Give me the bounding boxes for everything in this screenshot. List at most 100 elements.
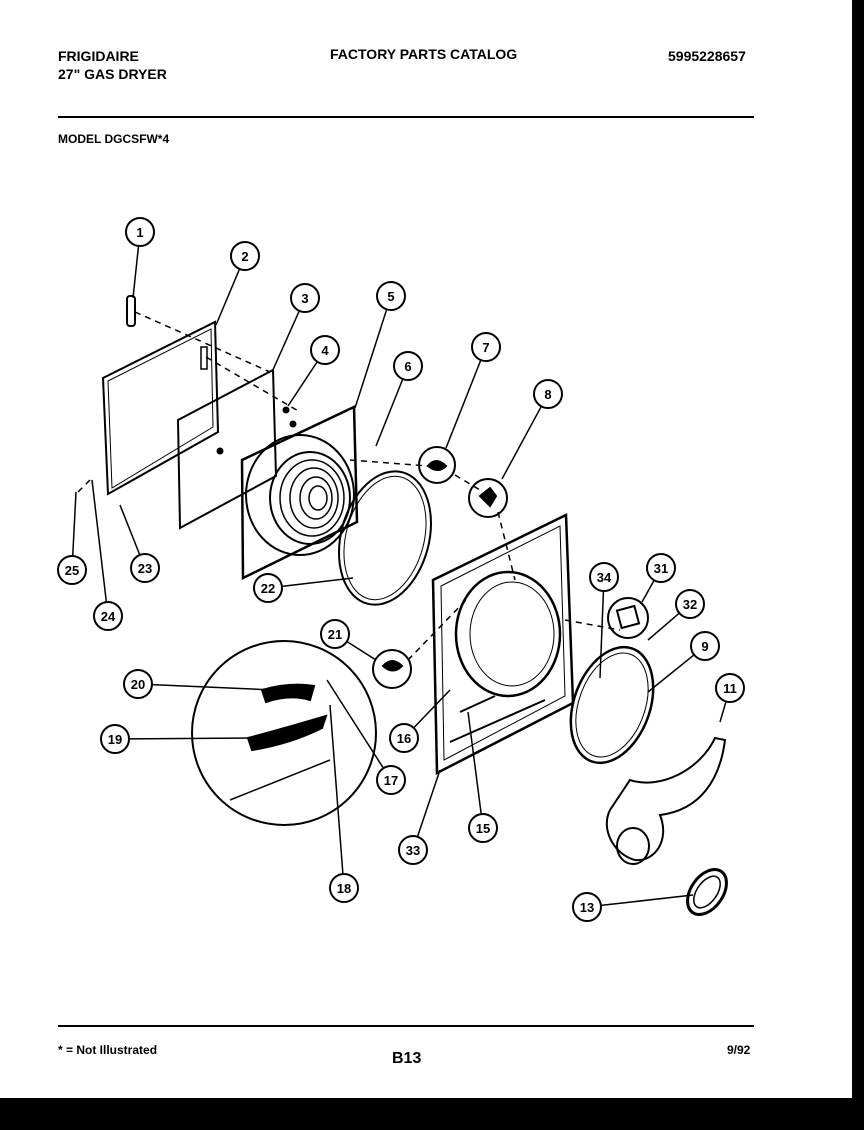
header-divider [58,116,754,118]
callout-2: 2 [215,241,260,326]
leader-line [132,245,140,299]
drawing-number: 2353 [700,999,727,1000]
callout-8: 8 [501,379,563,480]
callout-9: 9 [647,631,720,693]
leader-line [281,577,354,588]
leader-line [641,579,655,603]
callout-bubble [690,631,720,661]
callout-bubble [130,553,160,583]
door-strike-part [468,478,508,518]
callout-4: 4 [287,335,340,407]
callout-bubble [471,332,501,362]
callout-11: 11 [715,673,745,723]
callout-number: 20 [131,677,145,692]
callout-number: 17 [384,773,398,788]
callout-bubble [376,765,406,795]
callout-number: 3 [301,291,308,306]
leader-line [467,711,482,815]
callout-bubble [290,283,320,313]
revision-date: 9/92 [727,1043,751,1057]
front-hinge-part [372,649,412,689]
callout-number: 1 [136,225,143,240]
callout-number: 7 [482,340,489,355]
callout-number: 21 [328,627,342,642]
callout-16: 16 [389,689,451,753]
callout-number: 15 [476,821,490,836]
callout-17: 17 [326,679,406,795]
callout-bubble [393,351,423,381]
callout-number: 24 [101,609,116,624]
callout-number: 8 [544,387,551,402]
leader-line [647,612,680,641]
callout-bubble [646,553,676,583]
callout-bubble [310,335,340,365]
parts-catalog-page: FRIGIDAIRE 27" GAS DRYER FACTORY PARTS C… [0,0,852,1098]
callout-number: 16 [397,731,411,746]
leader-line [119,504,141,556]
callout-number: 32 [683,597,697,612]
callout-1: 1 [125,217,155,299]
product-name: 27" GAS DRYER [58,66,167,82]
leader-line [600,894,694,907]
callout-number: 18 [337,881,351,896]
drum-seal-part [569,645,655,765]
callout-number: 6 [404,359,411,374]
callout-number: 25 [65,563,79,578]
door-seal-part [337,470,433,606]
callout-24: 24 [91,479,123,631]
callout-bubble [675,589,705,619]
leader-line [375,378,404,447]
callout-number: 33 [406,843,420,858]
page-number: B13 [392,1050,422,1067]
callout-bubble [100,724,130,754]
hinge-clip-part [126,295,136,327]
callout-5: 5 [354,281,406,409]
leader-line [416,769,441,837]
callout-bubble [389,723,419,753]
grommet-part [686,868,728,916]
callout-13: 13 [572,892,694,922]
leader-line [647,654,695,693]
callout-number: 19 [108,732,122,747]
callout-bubble [572,892,602,922]
callout-number: 13 [580,900,594,915]
callout-number: 23 [138,561,152,576]
inner-door-panel-part [240,405,359,580]
callout-18: 18 [329,704,359,903]
callout-number: 9 [701,639,708,654]
callout-number: 31 [654,561,668,576]
callout-bubble [398,835,428,865]
callout-33: 33 [398,769,441,865]
callout-15: 15 [467,711,498,843]
leader-line [91,479,108,603]
leader-line [413,689,451,729]
callout-number: 11 [723,681,737,696]
leader-line [326,679,385,769]
leader-line [599,590,605,679]
leader-line [271,310,300,373]
callout-bubble [57,555,87,585]
callout-31: 31 [641,553,676,603]
callout-3: 3 [271,283,320,373]
leader-line [501,405,542,480]
callout-number: 34 [597,570,612,585]
callout-bubble [589,562,619,592]
leader-line [445,359,482,449]
footer-divider [58,1025,754,1027]
lamp-lens-part [607,597,649,639]
not-illustrated-note: * = Not Illustrated [58,1043,158,1057]
brand-name: FRIGIDAIRE [58,48,139,64]
callout-23: 23 [119,504,160,583]
exhaust-duct-part [605,736,727,862]
callout-bubble [320,619,350,649]
callout-bubble [533,379,563,409]
leader-line [287,361,318,407]
callout-bubble [123,669,153,699]
leader-line [151,683,275,691]
leader-line [329,704,344,875]
door-liner-part [176,368,278,530]
callout-bubble [715,673,745,703]
callout-34: 34 [589,562,619,679]
leader-line [354,309,388,409]
